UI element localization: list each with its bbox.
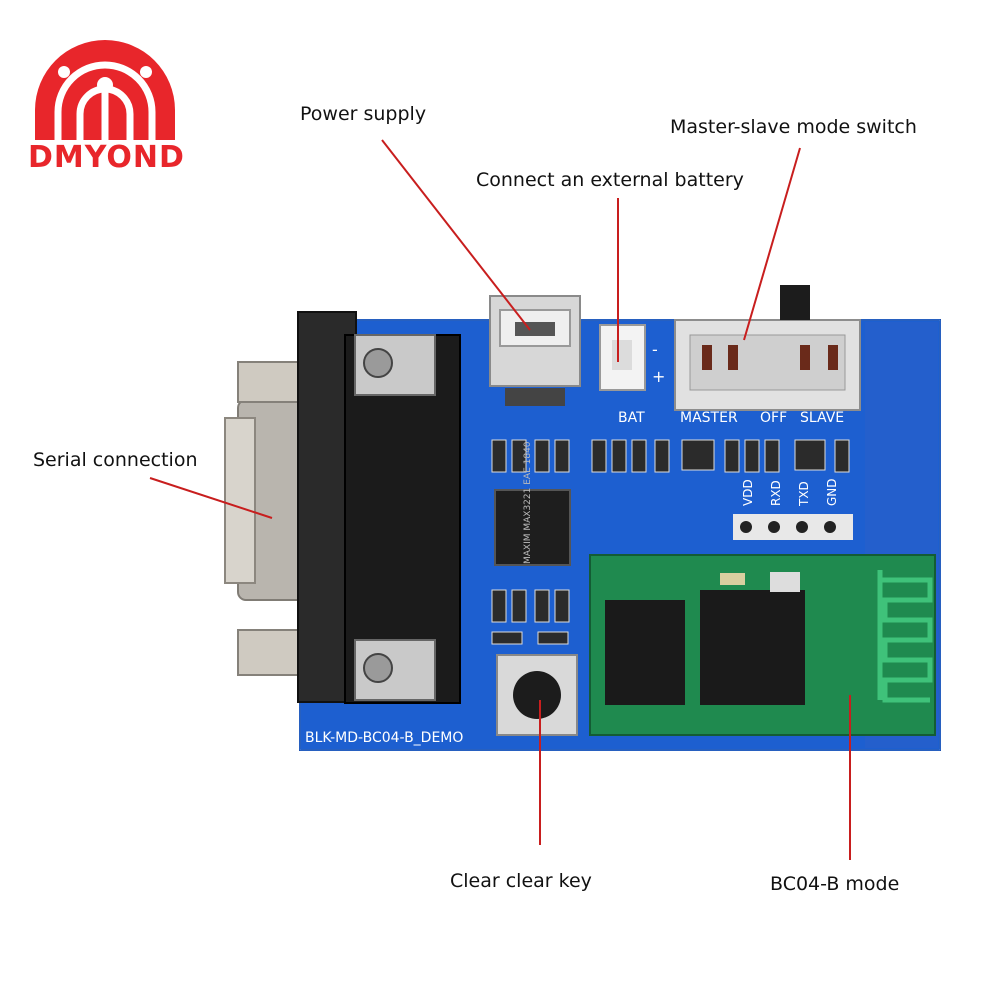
bc04-b-module-icon: [589, 554, 936, 736]
silk-slave: SLAVE: [800, 410, 844, 426]
silk-bat: BAT: [618, 410, 645, 426]
callout-serial-connection: Serial connection: [33, 449, 198, 471]
mini-usb-port-icon: [489, 295, 581, 406]
callout-bc04-mode: BC04-B mode: [770, 873, 900, 895]
silk-txd: TXD: [797, 481, 811, 507]
annotation-lines: [149, 139, 851, 860]
clear-key-button-icon: [496, 654, 578, 736]
master-slave-switch-icon: [674, 285, 861, 411]
silk-off: OFF: [760, 410, 787, 426]
silk-vdd: VDD: [741, 479, 755, 506]
silk-rxd: RXD: [769, 480, 783, 506]
smd-components: [491, 439, 850, 473]
silk-board-name: BLK-MD-BC04-B_DEMO: [305, 730, 463, 746]
chip-marking: MAXIM MAX3221 EAE 1840: [523, 441, 533, 564]
callout-power-supply: Power supply: [300, 103, 427, 125]
battery-connector-icon: - +: [599, 324, 665, 391]
silk-master: MASTER: [680, 410, 738, 426]
header-pins-icon: [733, 514, 853, 540]
logo-emblem-icon: [35, 40, 175, 140]
svg-text:-: -: [652, 340, 658, 359]
callout-external-battery: Connect an external battery: [476, 169, 744, 191]
db9-connector-icon: [224, 311, 461, 704]
brand-name: DMYOND: [28, 140, 185, 175]
max3221-chip-icon: MAXIM MAX3221 EAE 1840: [494, 441, 571, 566]
silk-gnd: GND: [825, 478, 839, 506]
callout-clear-key: Clear clear key: [450, 870, 592, 892]
smd-components-lower: [491, 589, 570, 645]
callout-mode-switch: Master-slave mode switch: [670, 116, 917, 138]
svg-text:+: +: [652, 367, 665, 386]
